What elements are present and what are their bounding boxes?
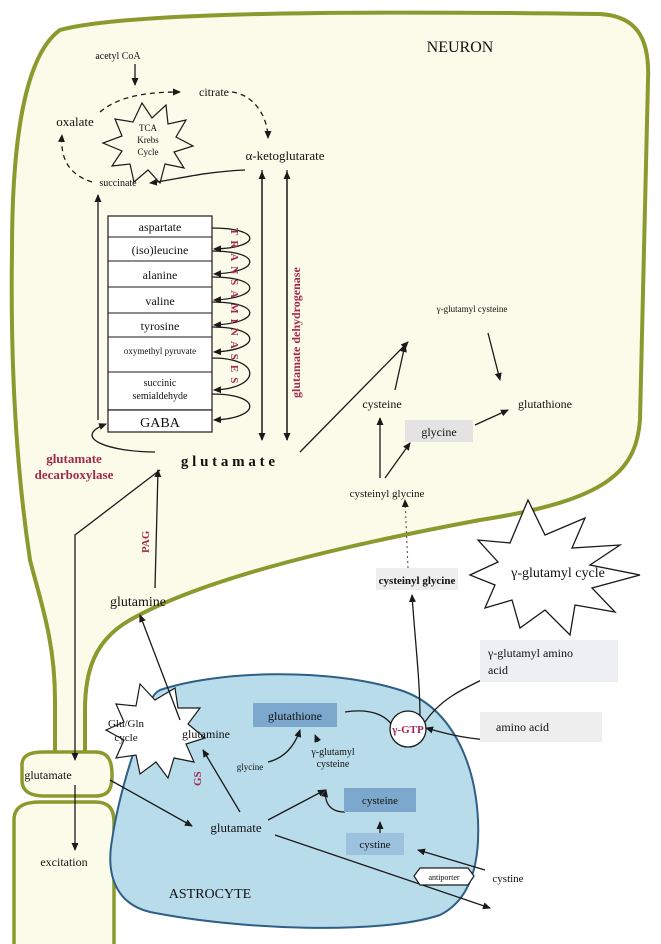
arrow-cystine-in (417, 848, 486, 871)
cysteine-astro-box (344, 788, 416, 812)
glycine-astro-label: glycine (237, 762, 264, 772)
succinate-label: succinate (99, 178, 137, 189)
neuron-outline (9, 10, 651, 762)
arrow-glutamate-gaba (91, 423, 156, 453)
transaminases-label: TRANSAMINASES (228, 228, 240, 388)
cysteine-astro-label: cysteine (362, 795, 398, 807)
glutathione-neuron-label: glutathione (518, 397, 572, 411)
arrow-ggc-gsh-astro (314, 734, 321, 743)
citrate-label: citrate (199, 85, 229, 99)
glu-gln-label-1: Glu/Gln (108, 718, 145, 730)
glu-gln-label-2: cycle (114, 732, 137, 744)
gamma-glutamyl-amino-acid-label-2: acid (488, 663, 508, 677)
arrow-glutamine-out (139, 614, 181, 721)
arrow-glu-gln-astro (202, 749, 241, 813)
tca-label-1: TCA (139, 123, 158, 133)
glutamate-dehydrogenase-label: glutamate dehydrogenase (289, 267, 303, 398)
acetyl-coa-label: acetyl CoA (95, 51, 141, 62)
tca-label-3: Cycle (138, 147, 159, 157)
antiporter-shape (413, 867, 475, 886)
box-isoleucine: (iso)leucine (132, 243, 189, 257)
arrow-citrate-akg (231, 91, 272, 139)
arrow-ggtp-cysgly (408, 594, 421, 719)
glutamate-decarboxylase-label-2: decarboxylase (35, 467, 114, 482)
glu-gln-cycle-star (104, 682, 207, 780)
arrow-glutamate-ggc-astro (267, 789, 326, 821)
gamma-glutamyl-amino-acid-label-1: γ-glutamyl amino (487, 646, 573, 660)
amino-acid-stack (107, 215, 213, 433)
arrow-cysteine-ggc-astro (321, 789, 346, 813)
cysteinyl-glycine-boundary-label: cysteinyl glycine (379, 575, 456, 587)
transaminase-arrows (211, 227, 251, 424)
box-aspartate: aspartate (139, 220, 182, 234)
box-alanine: alanine (143, 268, 178, 282)
pag-label: PAG (140, 530, 152, 553)
neuron-label: NEURON (427, 39, 494, 56)
antiporter-label: antiporter (428, 873, 459, 882)
box-oxymethyl-pyruvate: oxymethyl pyruvate (124, 346, 196, 356)
arrow-glutamine-glutamate (154, 469, 162, 589)
arrow-glycine-gsh-astro (267, 729, 302, 763)
gamma-gtp-circle (389, 710, 427, 748)
box-tyrosine: tyrosine (141, 319, 180, 333)
arrow-synapse-astro-glutamate (109, 779, 193, 827)
postsynaptic-dendrite (12, 800, 116, 944)
arrow-glycine-glutathione (474, 409, 509, 426)
cystine-astro-label: cystine (359, 839, 390, 851)
box-gaba: GABA (140, 416, 181, 431)
arrow-glutamate-ggc (299, 341, 409, 453)
gamma-gtp-label: γ-GTP (391, 724, 424, 736)
astrocyte-label: ASTROCYTE (169, 887, 251, 902)
glutamate-decarboxylase-label-1: glutamate (46, 451, 102, 466)
arrow-cysgly-glycine (384, 442, 411, 479)
excitation-label: excitation (40, 855, 87, 869)
cysteinyl-glycine-neuron-label: cysteinyl glycine (350, 488, 425, 500)
gs-label: GS (192, 771, 204, 786)
cysteine-neuron-label: cysteine (362, 397, 401, 411)
cystine-astro-box (346, 833, 404, 855)
glutathione-astro-box (253, 703, 337, 727)
glycine-neuron-label: glycine (421, 425, 456, 439)
arrow-cysteine-ggc (394, 344, 407, 391)
box-valine: valine (145, 294, 174, 308)
cystine-out-label: cystine (492, 873, 523, 885)
arrow-akg-succinate (149, 169, 246, 186)
ggaa-box (480, 640, 618, 682)
ggc-astro-label-2: cysteine (317, 759, 350, 770)
arrow-glutamate-synapse (71, 469, 161, 761)
glutamate-synapse-label: glutamate (24, 768, 71, 782)
gamma-glutamyl-cycle-label: γ-glutamyl cycle (510, 566, 605, 581)
tca-label-2: Krebs (137, 135, 159, 145)
presynaptic-terminal (20, 750, 114, 798)
arrow-succinate-oxalate (57, 134, 93, 183)
alpha-ketoglutarate-label: α-ketoglutarate (246, 148, 325, 163)
arrow-glutamate-exit (274, 834, 491, 910)
arrow-ggc-glutathione (487, 332, 502, 381)
glycine-neuron-box (405, 420, 473, 442)
gamma-glutamyl-cycle-star (468, 498, 641, 637)
line-gsh-ggtp (344, 710, 393, 726)
gamma-glutamyl-cysteine-label: γ-glutamyl cysteine (436, 304, 508, 314)
glutamate-main-label: g l u t a m a t e (181, 454, 275, 470)
amino-acid-label: amino acid (496, 720, 549, 734)
box-semialdehyde: semialdehyde (133, 391, 189, 402)
glutamate-astro-label: glutamate (210, 820, 261, 835)
glutamine-neuron-label: glutamine (110, 595, 166, 610)
tca-cycle-star (101, 101, 195, 185)
ggc-astro-label-1: γ-glutamyl (310, 747, 355, 758)
glutamine-astro-label: glutamine (182, 727, 230, 741)
box-succinic: succinic (144, 378, 177, 389)
oxalate-label: oxalate (56, 114, 94, 129)
glutathione-astro-label: glutathione (268, 709, 322, 723)
cysteinyl-glycine-box (376, 568, 458, 590)
arrow-oxalate-citrate (99, 88, 181, 113)
arrow-cysgly-dotted (401, 499, 409, 569)
amino-acid-box (480, 712, 602, 742)
